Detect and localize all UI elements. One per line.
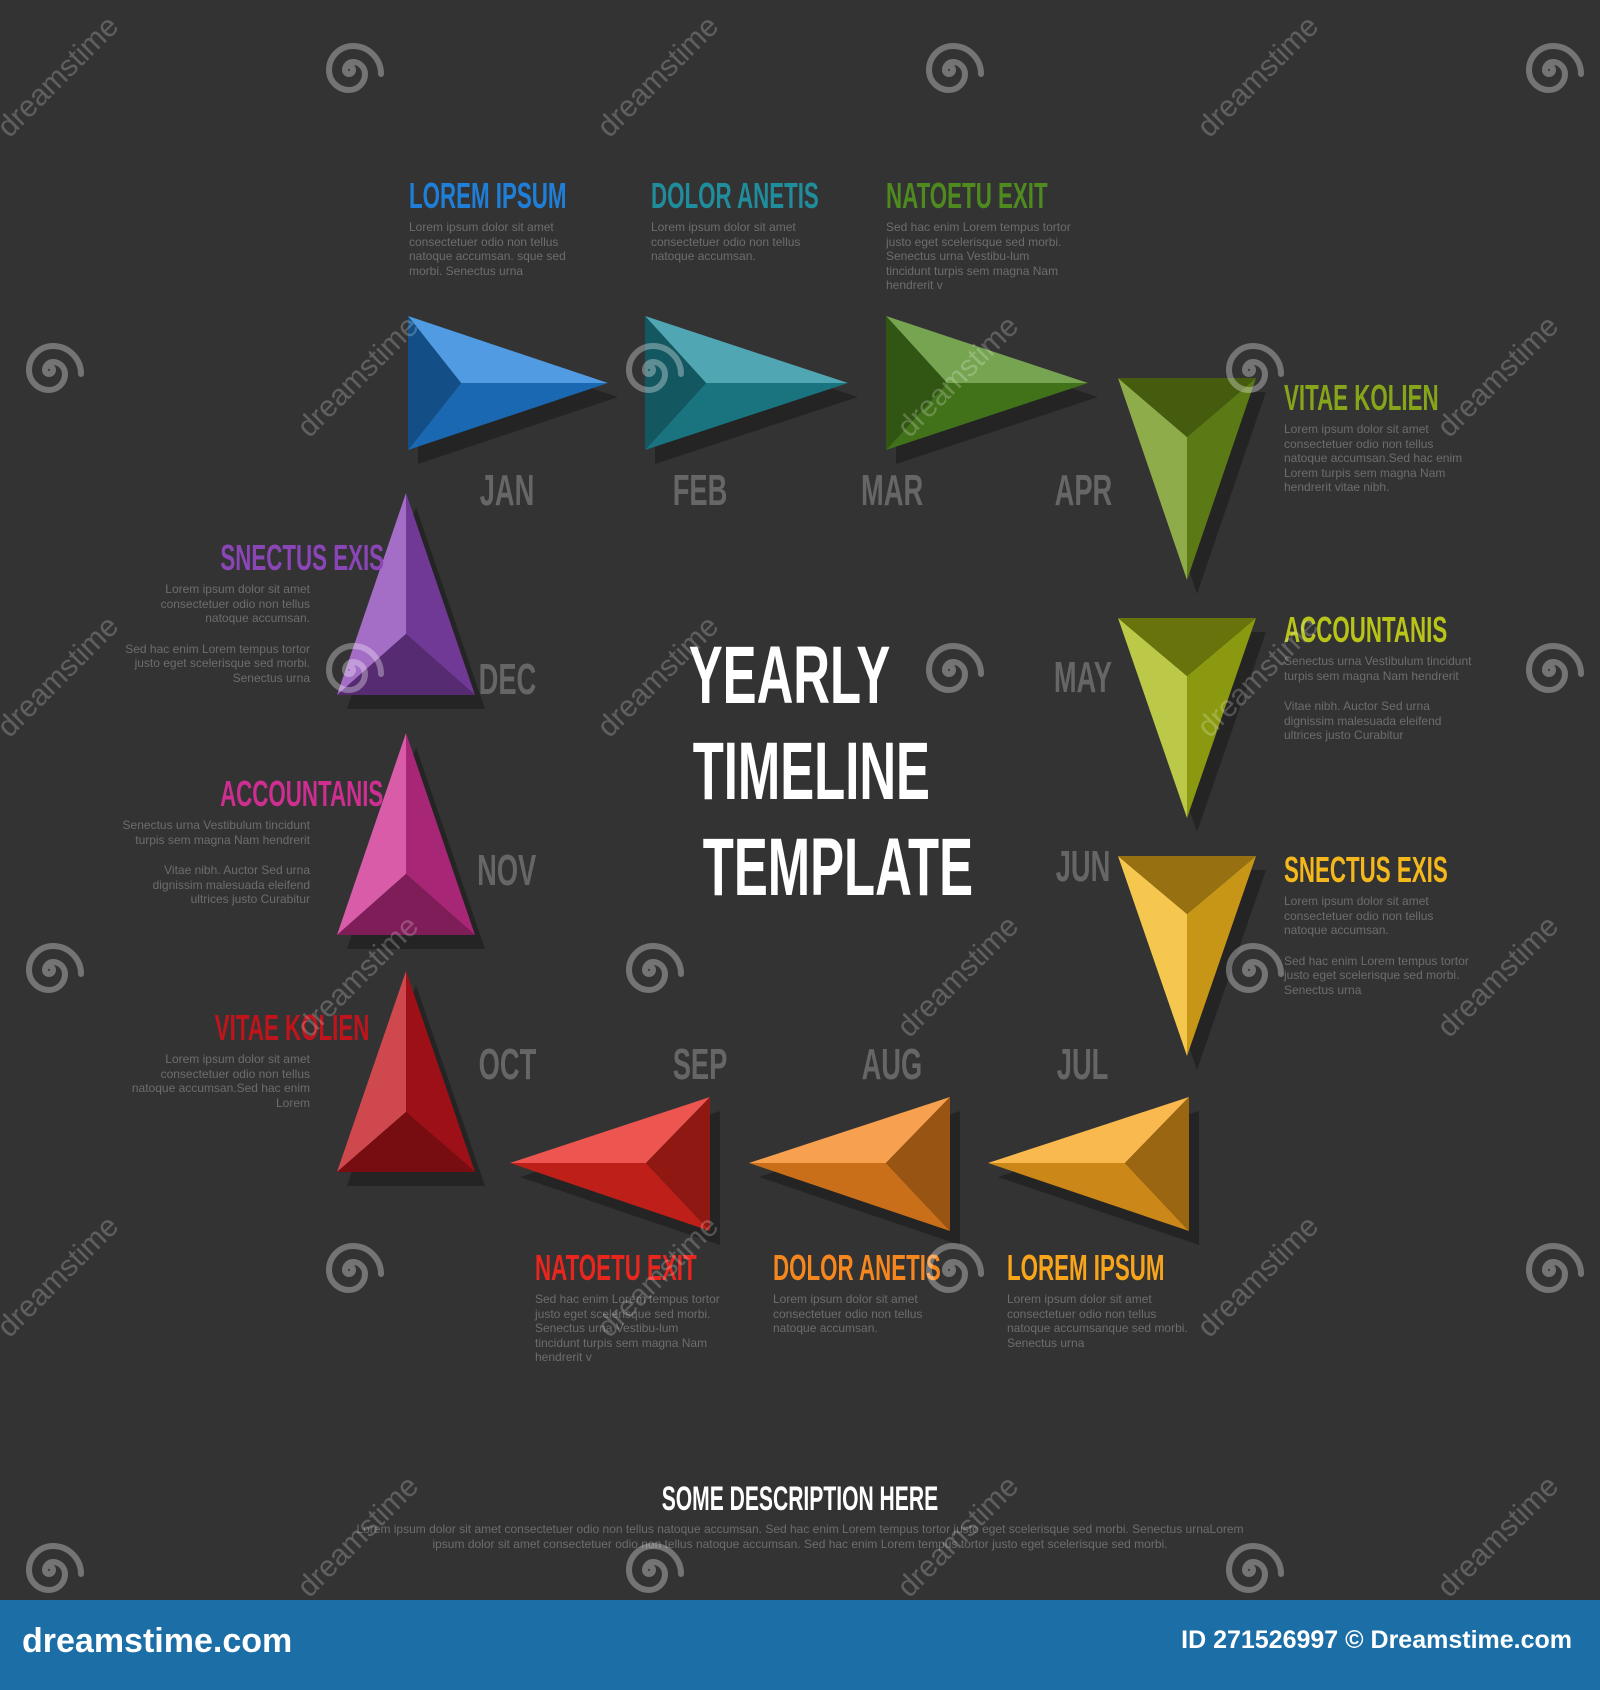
text-block-jan: LOREM IPSUM Lorem ipsum dolor sit amet c… bbox=[409, 178, 599, 294]
arrow-sep bbox=[510, 1097, 720, 1245]
title-line-3: TEMPLATE bbox=[702, 822, 973, 913]
text-block-aug: DOLOR ANETIS Lorem ipsum dolor sit amet … bbox=[773, 1250, 963, 1352]
block-heading: ACCOUNTANIS bbox=[220, 773, 384, 814]
title-line-1: YEARLY bbox=[689, 630, 891, 721]
month-label-jul: JUL bbox=[1057, 1040, 1109, 1089]
block-text: Lorem ipsum dolor sit amet consectetuer … bbox=[773, 1292, 923, 1335]
block-heading: LOREM IPSUM bbox=[1007, 1247, 1165, 1288]
arrow-aug bbox=[749, 1097, 960, 1245]
block-heading: VITAE KOLIEN bbox=[1284, 377, 1439, 418]
text-block-apr: VITAE KOLIEN Lorem ipsum dolor sit amet … bbox=[1284, 380, 1474, 511]
spiral-icon bbox=[1513, 34, 1585, 106]
block-heading: NATOETU EXIT bbox=[535, 1247, 697, 1288]
block-text: Lorem ipsum dolor sit amet consectetuer … bbox=[1007, 1292, 1188, 1350]
description-section: SOME DESCRIPTION HERE Lorem ipsum dolor … bbox=[300, 1480, 1300, 1552]
month-label-feb: FEB bbox=[672, 466, 728, 515]
text-block-mar: NATOETU EXIT Sed hac enim Lorem tempus t… bbox=[886, 178, 1076, 309]
arrow-oct bbox=[337, 971, 485, 1186]
block-heading: LOREM IPSUM bbox=[409, 175, 567, 216]
spiral-icon bbox=[13, 934, 85, 1006]
spiral-icon bbox=[313, 1234, 385, 1306]
month-label-may: MAY bbox=[1053, 653, 1113, 702]
block-text: Lorem ipsum dolor sit amet consectetuer … bbox=[651, 220, 801, 263]
arrow-jan bbox=[408, 316, 618, 464]
spiral-icon bbox=[613, 1534, 685, 1606]
title-line-2: TIMELINE bbox=[692, 726, 930, 817]
text-block-feb: DOLOR ANETIS Lorem ipsum dolor sit amet … bbox=[651, 178, 841, 280]
spiral-icon bbox=[613, 334, 685, 406]
block-text-secondary: Vitae nibh. Auctor Sed urna dignissim ma… bbox=[1284, 699, 1442, 742]
block-heading: DOLOR ANETIS bbox=[651, 175, 819, 216]
spiral-icon bbox=[613, 934, 685, 1006]
spiral-icon bbox=[913, 34, 985, 106]
text-block-dec: SNECTUS EXIS Lorem ipsum dolor sit amet … bbox=[120, 537, 385, 701]
spiral-icon bbox=[13, 334, 85, 406]
description-heading: SOME DESCRIPTION HERE bbox=[661, 1480, 939, 1518]
block-text-secondary: Sed hac enim Lorem tempus tortor justo e… bbox=[125, 641, 310, 685]
spiral-icon bbox=[313, 34, 385, 106]
block-text: Lorem ipsum dolor sit amet consectetuer … bbox=[131, 1052, 310, 1110]
spiral-icon bbox=[1213, 334, 1285, 406]
watermark-id: ID 271526997 © Dreamstime.com bbox=[1181, 1626, 1572, 1654]
block-heading: SNECTUS EXIS bbox=[220, 537, 385, 578]
arrow-nov bbox=[337, 733, 485, 949]
arrow-jul bbox=[988, 1097, 1199, 1245]
text-block-sep: NATOETU EXIT Sed hac enim Lorem tempus t… bbox=[535, 1250, 725, 1381]
block-text: Lorem ipsum dolor sit amet consectetuer … bbox=[1284, 422, 1463, 494]
arrow-mar bbox=[886, 316, 1098, 464]
month-label-jan: JAN bbox=[479, 466, 535, 515]
month-label-sep: SEP bbox=[672, 1040, 728, 1089]
arrow-layer bbox=[337, 316, 1266, 1245]
watermark-bar: dreamstime.com ID 271526997 © Dreamstime… bbox=[0, 1600, 1600, 1690]
month-label-jun: JUN bbox=[1055, 842, 1111, 891]
spiral-icon bbox=[1213, 934, 1285, 1006]
block-heading: SNECTUS EXIS bbox=[1284, 849, 1448, 890]
block-text: Senectus urna Vestibulum tincidunt turpi… bbox=[1284, 654, 1472, 683]
block-text: Lorem ipsum dolor sit amet consectetuer … bbox=[409, 220, 566, 278]
spiral-icon bbox=[1213, 1534, 1285, 1606]
spiral-icon bbox=[913, 1234, 985, 1306]
spiral-icon bbox=[1513, 1234, 1585, 1306]
spiral-icon bbox=[313, 634, 385, 706]
arrow-apr bbox=[1118, 378, 1266, 594]
text-block-nov: ACCOUNTANIS Senectus urna Vestibulum tin… bbox=[120, 773, 384, 923]
block-text: Sed hac enim Lorem tempus tortor justo e… bbox=[886, 220, 1071, 292]
month-label-mar: MAR bbox=[860, 466, 924, 515]
arrow-jun bbox=[1118, 856, 1266, 1070]
spiral-icon bbox=[1513, 634, 1585, 706]
month-label-oct: OCT bbox=[478, 1040, 536, 1089]
text-block-may: ACCOUNTANIS Senectus urna Vestibulum tin… bbox=[1284, 612, 1474, 759]
block-text: Sed hac enim Lorem tempus tortor justo e… bbox=[535, 1292, 720, 1364]
month-label-apr: APR bbox=[1054, 466, 1112, 515]
block-text: Senectus urna Vestibulum tincidunt turpi… bbox=[122, 818, 310, 847]
infographic-title: YEARLY TIMELINE TEMPLATE bbox=[620, 628, 973, 916]
month-label-dec: DEC bbox=[478, 655, 536, 704]
block-heading: NATOETU EXIT bbox=[886, 175, 1048, 216]
arrow-may bbox=[1118, 618, 1266, 832]
text-block-jul: LOREM IPSUM Lorem ipsum dolor sit amet c… bbox=[1007, 1250, 1197, 1366]
arrow-feb bbox=[645, 316, 858, 464]
spiral-icon bbox=[913, 634, 985, 706]
block-heading: ACCOUNTANIS bbox=[1284, 609, 1448, 650]
block-text-secondary: Vitae nibh. Auctor Sed urna dignissim ma… bbox=[152, 863, 310, 906]
text-block-jun: SNECTUS EXIS Lorem ipsum dolor sit amet … bbox=[1284, 852, 1474, 1013]
block-text-secondary: Sed hac enim Lorem tempus tortor justo e… bbox=[1284, 953, 1469, 997]
block-heading: VITAE KOLIEN bbox=[214, 1007, 370, 1048]
block-text: Lorem ipsum dolor sit amet consectetuer … bbox=[160, 582, 310, 625]
timeline-infographic: YEARLY TIMELINE TEMPLATE JAN FEB MAR APR… bbox=[0, 10, 1585, 1604]
text-block-oct: VITAE KOLIEN Lorem ipsum dolor sit amet … bbox=[120, 1007, 370, 1126]
block-text: Lorem ipsum dolor sit amet consectetuer … bbox=[1284, 894, 1434, 937]
watermark-site: dreamstime.com bbox=[22, 1622, 293, 1660]
month-label-aug: AUG bbox=[861, 1040, 923, 1089]
arrow-dec bbox=[337, 493, 485, 709]
block-heading: DOLOR ANETIS bbox=[773, 1247, 941, 1288]
month-label-nov: NOV bbox=[477, 846, 537, 895]
spiral-icon bbox=[13, 1534, 85, 1606]
description-text: Lorem ipsum dolor sit amet consectetuer … bbox=[356, 1522, 1244, 1551]
